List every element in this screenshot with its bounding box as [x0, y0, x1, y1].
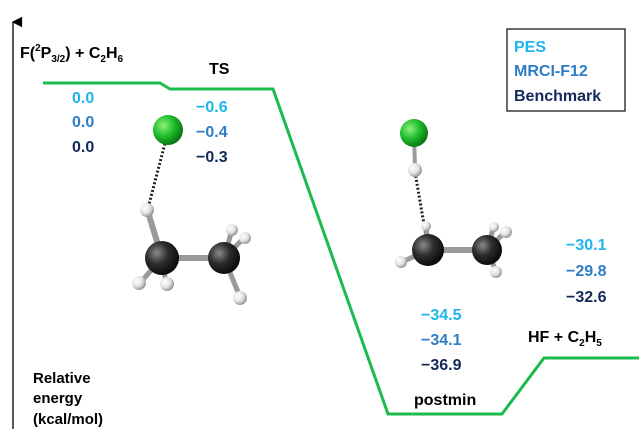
postmin-hydrogen-atom	[395, 256, 407, 268]
axis-label-line2: energy	[33, 390, 83, 407]
postmin-hydrogen-atom	[408, 163, 422, 177]
ts-energy-pes: −0.6	[196, 99, 228, 116]
product-energy-pes: −30.1	[566, 237, 607, 254]
postmin-label: postmin	[414, 392, 476, 409]
postmin-carbon-atom	[472, 235, 502, 265]
ts-molecule	[132, 115, 251, 305]
postmin-hydrogen-atom	[421, 221, 431, 231]
product-energy-mrci: −29.8	[566, 263, 607, 280]
ts-label: TS	[209, 61, 230, 78]
ts-carbon-atom	[145, 241, 179, 275]
reactant-energy-benchmark: 0.0	[72, 139, 94, 156]
energy-path	[43, 81, 639, 416]
ts-hydrogen-atom	[140, 203, 154, 217]
ts-hydrogen-atom	[233, 291, 247, 305]
ts-hydrogen-atom	[239, 232, 251, 244]
postmin-energy-mrci: −34.1	[421, 332, 462, 349]
legend-item-mrci: MRCI-F12	[514, 63, 588, 80]
ts-hydrogen-atom	[160, 277, 174, 291]
reactant-energy-pes: 0.0	[72, 90, 94, 107]
ts-energy-benchmark: −0.3	[196, 149, 228, 166]
legend-box	[506, 28, 626, 112]
axis-label-line3: (kcal/mol)	[33, 411, 103, 428]
postmin-hydrogen-atom	[489, 222, 499, 232]
ts-hydrogen-atom	[226, 224, 238, 236]
product-energy-benchmark: −32.6	[566, 289, 607, 306]
reactant-label: F(2P3/2) + C2H6	[20, 43, 124, 65]
postmin-energy-benchmark: −36.9	[421, 357, 462, 374]
axis-label-line1: Relative	[33, 370, 91, 387]
postmin-molecule	[395, 119, 512, 278]
reactant-energy-mrci: 0.0	[72, 114, 94, 131]
ts-hydrogen-atom	[132, 276, 146, 290]
postmin-carbon-atom	[412, 234, 444, 266]
ts-energy-mrci: −0.4	[196, 124, 228, 141]
postmin-fluorine-atom	[400, 119, 428, 147]
ts-carbon-atom	[208, 242, 240, 274]
product-label: HF + C2H5	[528, 329, 602, 349]
postmin-energy-pes: −34.5	[421, 307, 462, 324]
legend-item-benchmark: Benchmark	[514, 88, 601, 105]
legend-item-pes: PES	[514, 39, 546, 56]
postmin-hydrogen-atom	[500, 226, 512, 238]
ts-fluorine-atom	[153, 115, 183, 145]
postmin-hydrogen-atom	[490, 266, 502, 278]
